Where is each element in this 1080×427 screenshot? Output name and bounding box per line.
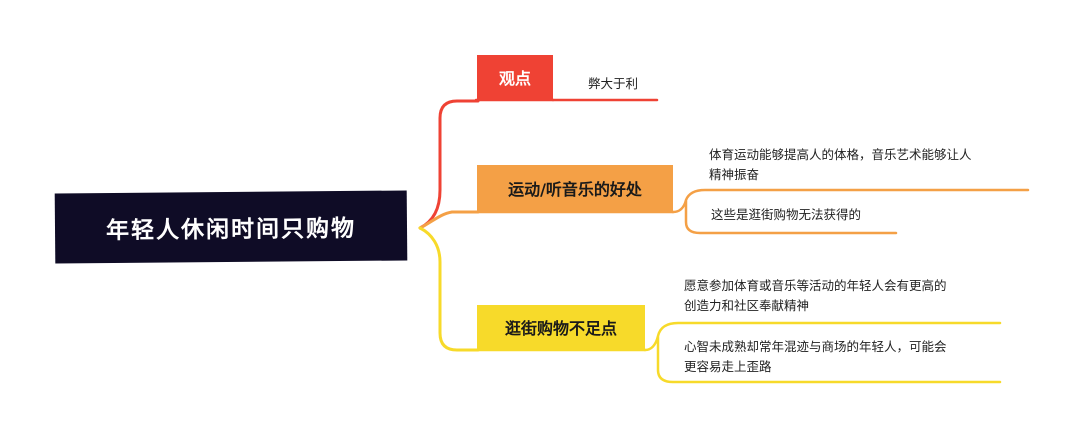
leaf-line: 创造力和社区奉献精神 [684,298,810,313]
connector-root-to-viewpoint [418,99,480,230]
leaf-connector-benefits [671,188,1030,235]
branch-viewpoint[interactable]: 观点 [477,55,553,99]
leaf-line: 愿意参加体育或音乐等活动的年轻人会有更高的 [684,278,947,293]
leaf-line: 精神振奋 [709,167,760,182]
leaf-line: 心智未成熟却常年混迹与商场的年轻人，可能会 [684,339,947,354]
leaf-benefits-2[interactable]: 这些是逛街购物无法获得的 [711,207,862,222]
connector-root-to-shortcomings [418,226,480,352]
leaf-line: 体育运动能够提高人的体格，音乐艺术能够让人 [709,147,972,162]
branch-benefits[interactable]: 运动/听音乐的好处 [477,165,673,211]
leaf-viewpoint-1[interactable]: 弊大于利 [588,76,639,91]
leaf-shortcomings-2[interactable]: 心智未成熟却常年混迹与商场的年轻人，可能会 更容易走上歪路 [684,337,947,377]
connector-root-to-benefits [418,210,480,230]
branch-shortcomings[interactable]: 逛街购物不足点 [477,305,645,349]
leaf-connector-shortcomings [643,321,1002,384]
leaf-shortcomings-1[interactable]: 愿意参加体育或音乐等活动的年轻人会有更高的 创造力和社区奉献精神 [684,276,947,316]
root-topic[interactable]: 年轻人休闲时间只购物 [54,190,408,264]
leaf-benefits-1[interactable]: 体育运动能够提高人的体格，音乐艺术能够让人 精神振奋 [709,145,972,185]
leaf-line: 更容易走上歪路 [684,359,772,374]
